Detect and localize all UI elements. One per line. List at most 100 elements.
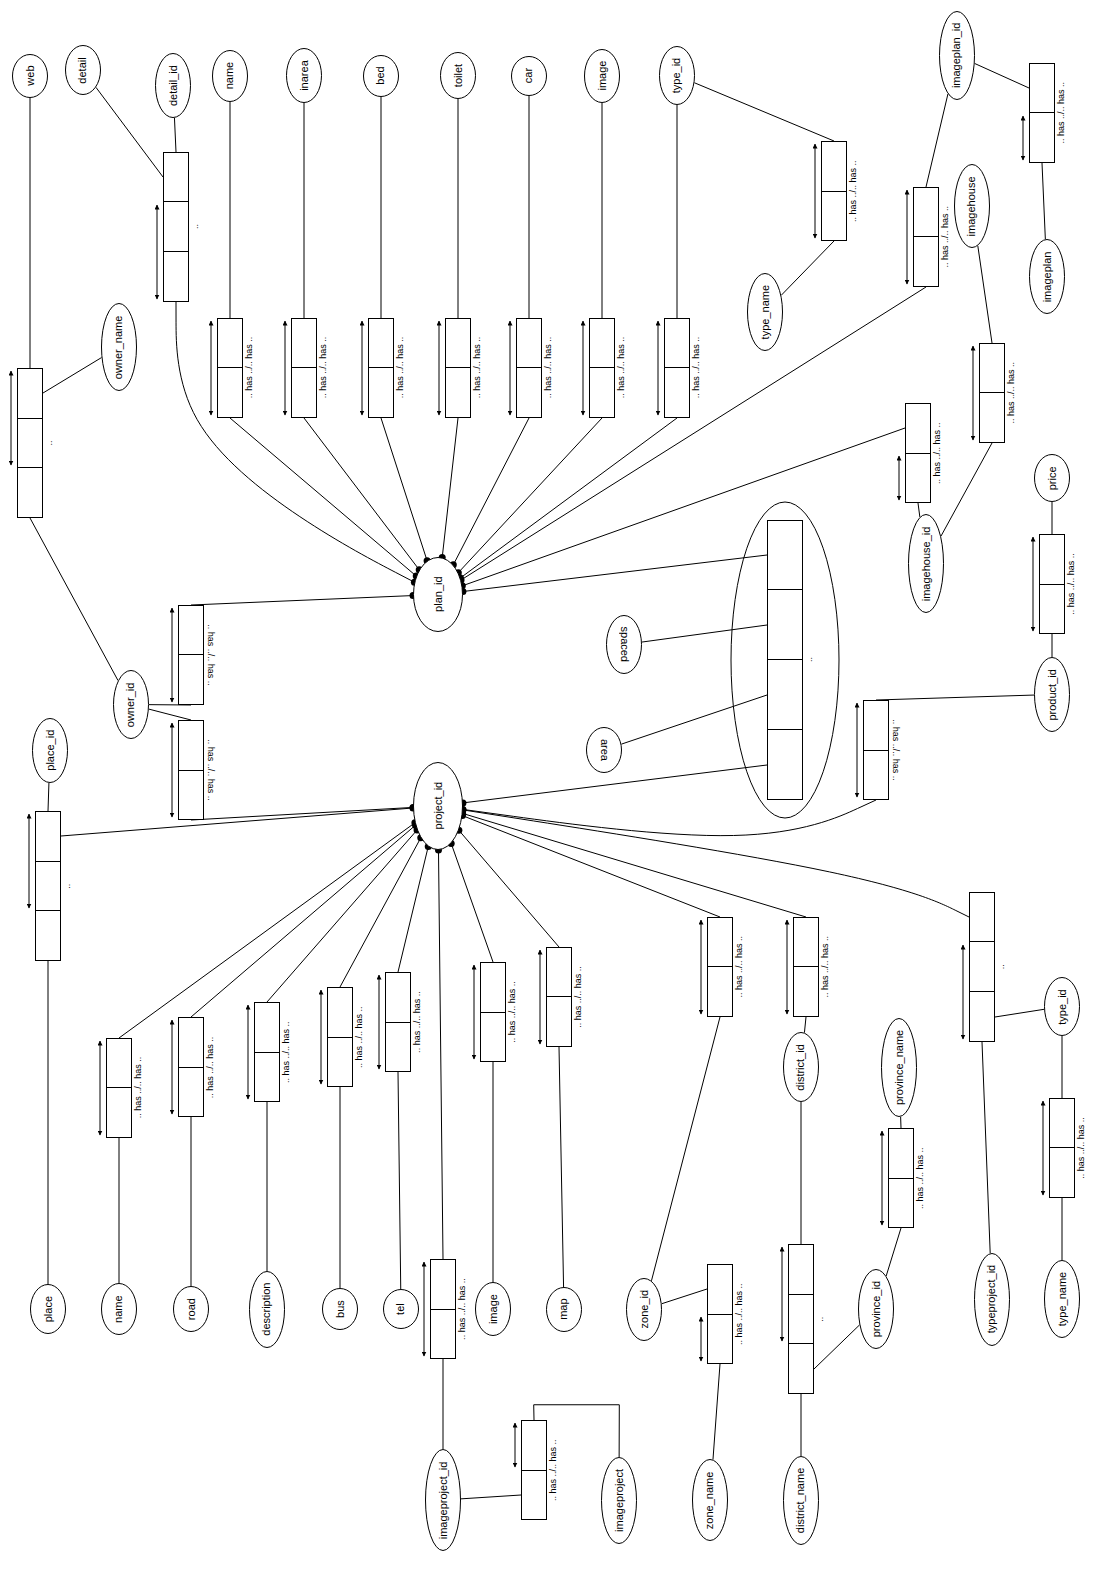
role-box: .. — [17, 368, 43, 518]
role-cell — [328, 1038, 352, 1087]
role-cells — [163, 152, 189, 302]
role-box: .. has ../.. has .. — [793, 917, 819, 1017]
role-box: .. has ../.. has .. — [905, 403, 931, 503]
role-connector — [462, 428, 905, 586]
role-connector — [191, 596, 413, 605]
entity-oval: web — [12, 54, 48, 98]
uniqueness-bar — [100, 1041, 101, 1135]
role-cell — [107, 1088, 131, 1137]
role-cell — [768, 730, 802, 799]
role-cell — [1040, 535, 1064, 585]
role-cell — [1030, 113, 1054, 162]
role-cell — [328, 988, 352, 1038]
entity-oval: tel — [383, 1289, 419, 1329]
oval-shape — [156, 54, 191, 118]
role-cells — [1049, 1098, 1075, 1198]
role-connector — [876, 695, 1034, 700]
role-cell — [822, 192, 846, 241]
oval-shape — [441, 53, 476, 99]
oval-shape — [65, 46, 100, 95]
role-connector — [926, 94, 948, 187]
entity-oval: price — [1034, 454, 1070, 502]
entity-name: district_id — [794, 1044, 807, 1090]
oval-shape — [174, 1287, 209, 1332]
entity-name: name — [223, 62, 236, 90]
oval-shape — [31, 1285, 66, 1334]
entity-oval: car — [511, 56, 547, 96]
role-connector — [191, 807, 413, 820]
uniqueness-bar — [172, 608, 173, 702]
entity-name: zone_id — [638, 1290, 651, 1329]
role-cell — [822, 142, 846, 192]
role-connector — [982, 1042, 990, 1253]
role-reading: .. — [44, 441, 55, 446]
uniqueness-bar — [172, 1020, 173, 1114]
role-cells — [1039, 534, 1065, 634]
role-connector — [453, 418, 529, 565]
role-connector — [529, 96, 530, 318]
role-cells — [480, 962, 506, 1062]
role-box: .. has ../.. has .. — [516, 318, 542, 418]
entity-name: owner_id — [124, 683, 137, 728]
entity-name: imageplan_id — [950, 23, 963, 88]
role-connector — [304, 103, 305, 318]
role-cell — [889, 1179, 913, 1228]
role-box: .. — [767, 520, 803, 800]
role-cells — [888, 1128, 914, 1228]
uniqueness-bar — [1023, 116, 1024, 160]
role-cell — [446, 319, 470, 369]
role-cell — [708, 918, 732, 968]
role-connector — [30, 98, 31, 368]
role-box: .. has ../.. has .. — [106, 1038, 132, 1138]
oval-shape — [587, 728, 622, 773]
oval-shape — [882, 1018, 917, 1116]
role-cells — [385, 972, 411, 1072]
role-connector — [43, 358, 102, 393]
role-connector — [442, 418, 458, 558]
role-reading: .. has ../.. has .. — [616, 337, 627, 399]
oval-shape — [939, 11, 974, 99]
role-connector — [1062, 1198, 1063, 1260]
entity-name: imageproject_id — [437, 1462, 450, 1540]
role-cell — [708, 1315, 732, 1364]
role-cell — [292, 368, 316, 417]
role-cell — [590, 368, 614, 417]
role-reading: .. has ../.. has .. — [354, 1006, 365, 1068]
oval-shape — [783, 1033, 818, 1102]
role-cells — [788, 1244, 814, 1394]
role-cell — [789, 1295, 813, 1345]
role-cell — [517, 368, 541, 417]
uniqueness-bar — [362, 321, 363, 415]
role-connector — [381, 418, 427, 561]
uniqueness-bar — [857, 703, 858, 797]
role-box: .. has ../.. has .. — [664, 318, 690, 418]
oval-shape — [1045, 1261, 1080, 1338]
role-connector — [191, 1117, 192, 1286]
role-connector — [677, 105, 678, 318]
role-connector — [438, 850, 443, 1259]
role-cell — [522, 1421, 546, 1471]
entity-name: spaced — [618, 627, 631, 662]
entity-oval: zone_id — [626, 1278, 662, 1341]
oval-shape — [101, 1284, 136, 1335]
entity-oval: name — [101, 1283, 137, 1335]
role-connector — [463, 765, 767, 803]
uniqueness-bar — [321, 990, 322, 1084]
role-cell — [369, 368, 393, 417]
role-connector — [30, 518, 118, 681]
role-connector — [463, 555, 767, 592]
oval-shape — [426, 1450, 461, 1551]
role-reading: .. — [996, 964, 1007, 969]
oval-shape — [1035, 658, 1070, 732]
oval-shape — [859, 1270, 894, 1349]
entity-oval: name — [212, 50, 248, 102]
role-box: .. has ../.. has .. — [979, 343, 1005, 443]
role-cell — [18, 419, 42, 469]
entity-oval: imageproject_id — [425, 1449, 461, 1551]
role-connector — [176, 302, 414, 582]
role-cell — [914, 188, 938, 238]
role-cell — [218, 368, 242, 417]
entity-name: plan_id — [432, 576, 445, 611]
role-connector — [458, 418, 602, 573]
oval-shape — [607, 615, 642, 673]
